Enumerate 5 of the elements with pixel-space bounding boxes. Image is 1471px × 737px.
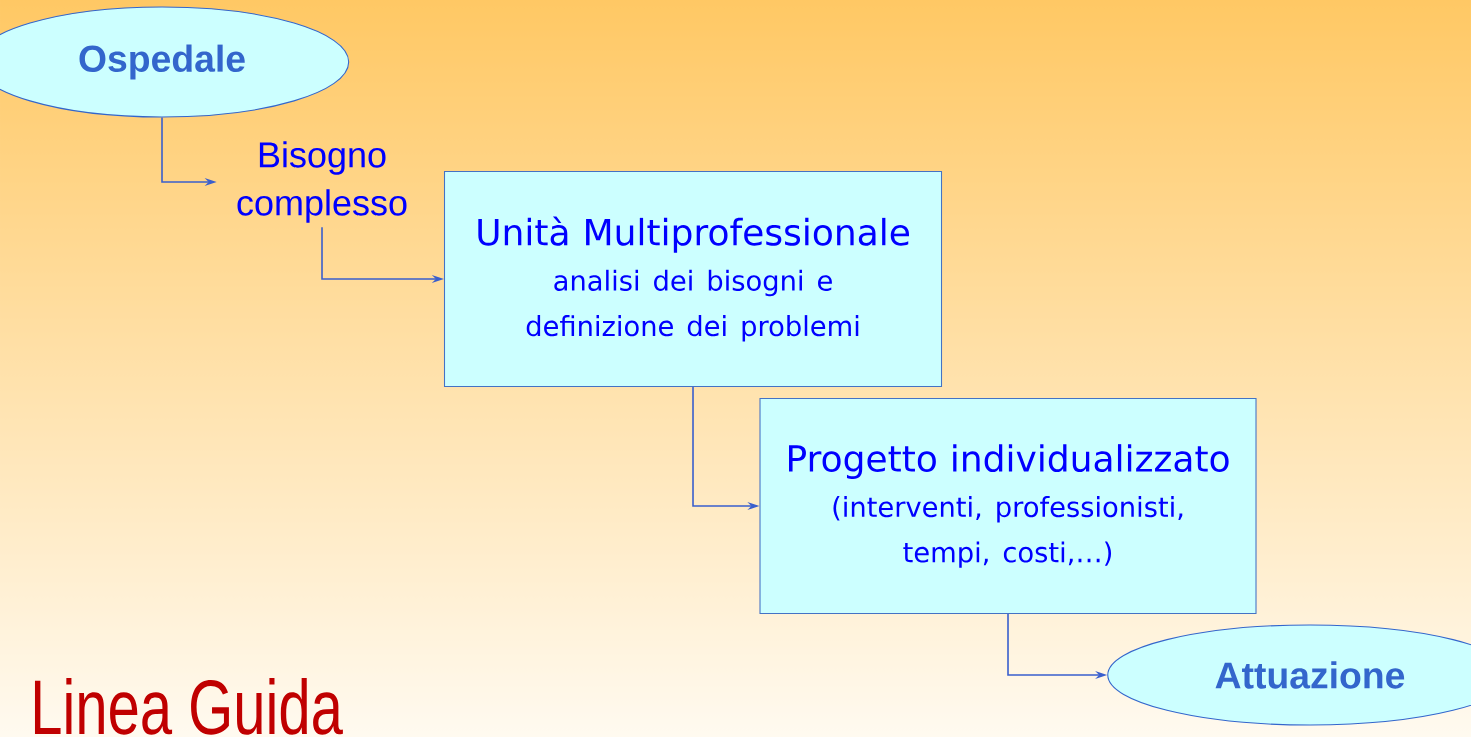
process-box: Progetto individualizzato (interventi, professionisti, tempi, costi,…) — [759, 397, 1257, 615]
process-box: Unità Multiprofessionale analisi dei bisogni e definizione dei problemi — [443, 170, 943, 388]
node-label: Bisogno complesso — [237, 141, 407, 223]
ellipse-node: Attuazione — [1107, 624, 1471, 726]
outlined-title: Linea Guida — [35, 677, 343, 735]
